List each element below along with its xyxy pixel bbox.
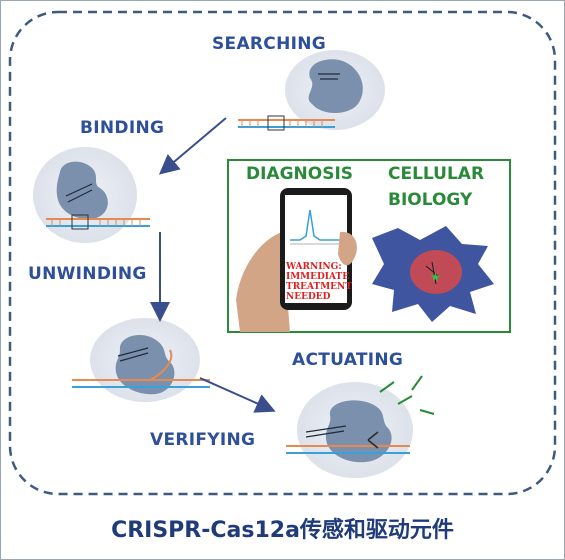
unwinding-complex — [72, 335, 210, 395]
searching-complex — [238, 59, 363, 131]
label-binding: BINDING — [80, 118, 165, 138]
hand-with-phone — [236, 188, 357, 332]
label-verifying: VERIFYING — [150, 430, 256, 450]
label-cellular: CELLULAR — [388, 164, 485, 184]
arrow-searching-to-binding — [158, 117, 227, 175]
cell-nucleus — [410, 250, 462, 294]
phone-warning-text: WARNING: IMMEDIATE TREATMENT NEEDED — [286, 262, 352, 302]
label-actuating: ACTUATING — [292, 350, 404, 370]
label-unwinding: UNWINDING — [28, 264, 147, 284]
star-marker: ★ — [430, 270, 441, 284]
label-biology: BIOLOGY — [388, 190, 473, 210]
cleaved-strand-fragments — [379, 375, 435, 415]
arrow-verifying-to-actuating — [199, 377, 276, 413]
figure-caption: CRISPR-Cas12a传感和驱动元件 — [111, 518, 454, 543]
label-searching: SEARCHING — [212, 34, 327, 54]
binding-complex — [46, 161, 150, 230]
dashed-boundary — [8, 10, 557, 496]
phone-screen — [285, 195, 347, 303]
crispr-cycle-diagram: ★ — [8, 10, 557, 496]
label-diagnosis: DIAGNOSIS — [246, 164, 354, 184]
cell-illustration: ★ — [372, 226, 494, 322]
phone-peak-plot — [290, 209, 342, 241]
actuating-complex — [286, 375, 435, 463]
